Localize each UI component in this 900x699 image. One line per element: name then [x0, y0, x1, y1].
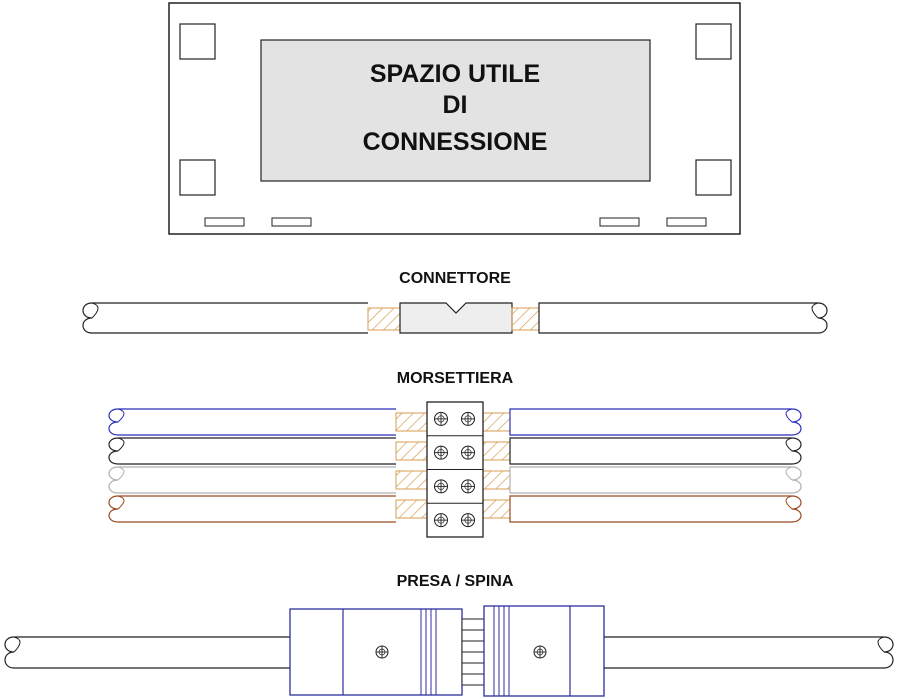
- terminal-wire-right: [509, 466, 802, 494]
- plug-screw-icon: [533, 645, 547, 659]
- plug-cable-left-end-curl: [13, 636, 21, 653]
- terminal-copper-left: [395, 470, 428, 490]
- terminal-copper-left: [395, 499, 428, 519]
- copper-strand-left: [367, 307, 401, 331]
- terminal-copper-right: [482, 412, 511, 432]
- cable-right-end-curl: [811, 302, 819, 319]
- terminal-wire-left: [108, 437, 396, 465]
- usable-area-label-line-3: CONNESSIONE: [363, 128, 548, 156]
- plug-pins: [461, 618, 485, 686]
- section-title-connettore: CONNETTORE: [399, 270, 511, 287]
- mounting-pad-bottom-right: [695, 159, 732, 196]
- terminal-screw-icon: [434, 479, 448, 494]
- terminal-copper-right: [482, 499, 511, 519]
- usable-connection-area: [260, 39, 651, 182]
- terminal-wire-left: [108, 495, 396, 523]
- terminal-screw-icon: [434, 445, 448, 460]
- terminal-wire-left-end-curl: [117, 437, 125, 452]
- terminal-wire-left: [108, 466, 396, 494]
- terminal-wire-right: [509, 437, 802, 465]
- connector-assembly: [82, 302, 828, 334]
- terminal-copper-left: [395, 412, 428, 432]
- mounting-pad-top-right: [695, 23, 732, 60]
- terminal-screw-icon: [434, 411, 448, 426]
- plug-cable-left: [4, 636, 290, 669]
- plug-cable-right: [604, 636, 894, 669]
- plug-cable-right-end-curl: [877, 636, 885, 653]
- mounting-pad-bottom-left: [179, 159, 216, 196]
- terminal-screw-icon: [461, 445, 475, 460]
- terminal-wire-right-end-curl: [785, 408, 793, 423]
- terminal-wire-left-end-curl: [117, 495, 125, 510]
- slot-1: [204, 217, 245, 227]
- cable-left-end-curl: [91, 302, 99, 319]
- terminal-screw-icon: [434, 513, 448, 528]
- terminal-wire-left-end-curl: [117, 408, 125, 423]
- copper-strand-right: [511, 307, 540, 331]
- terminal-wire-right-end-curl: [785, 466, 793, 481]
- mounting-pad-top-left: [179, 23, 216, 60]
- terminal-wire-left: [108, 408, 396, 436]
- slot-4: [666, 217, 707, 227]
- terminal-copper-right: [482, 470, 511, 490]
- usable-area-label-line-1: SPAZIO UTILE: [370, 60, 540, 88]
- cable-right: [538, 302, 828, 334]
- terminal-screw-icon: [461, 479, 475, 494]
- terminal-wire-left-end-curl: [117, 466, 125, 481]
- junction-box: SPAZIO UTILE DI CONNESSIONE: [168, 2, 741, 235]
- plug-socket-assembly: [4, 605, 894, 697]
- terminal-wire-right-end-curl: [785, 437, 793, 452]
- connector-body: [399, 302, 513, 334]
- terminal-wire-right: [509, 408, 802, 436]
- terminal-screw-icon: [461, 513, 475, 528]
- socket-screw-icon: [375, 645, 389, 659]
- terminal-copper-right: [482, 441, 511, 461]
- terminal-wire-right-end-curl: [785, 495, 793, 510]
- terminal-copper-left: [395, 441, 428, 461]
- terminal-block-assembly: [108, 401, 802, 538]
- section-title-presa-spina: PRESA / SPINA: [397, 573, 514, 590]
- cable-left: [82, 302, 368, 334]
- usable-area-label-line-2: DI: [443, 91, 468, 119]
- slot-2: [271, 217, 312, 227]
- section-title-morsettiera: MORSETTIERA: [397, 370, 514, 387]
- terminal-screw-icon: [461, 411, 475, 426]
- terminal-wire-right: [509, 495, 802, 523]
- slot-3: [599, 217, 640, 227]
